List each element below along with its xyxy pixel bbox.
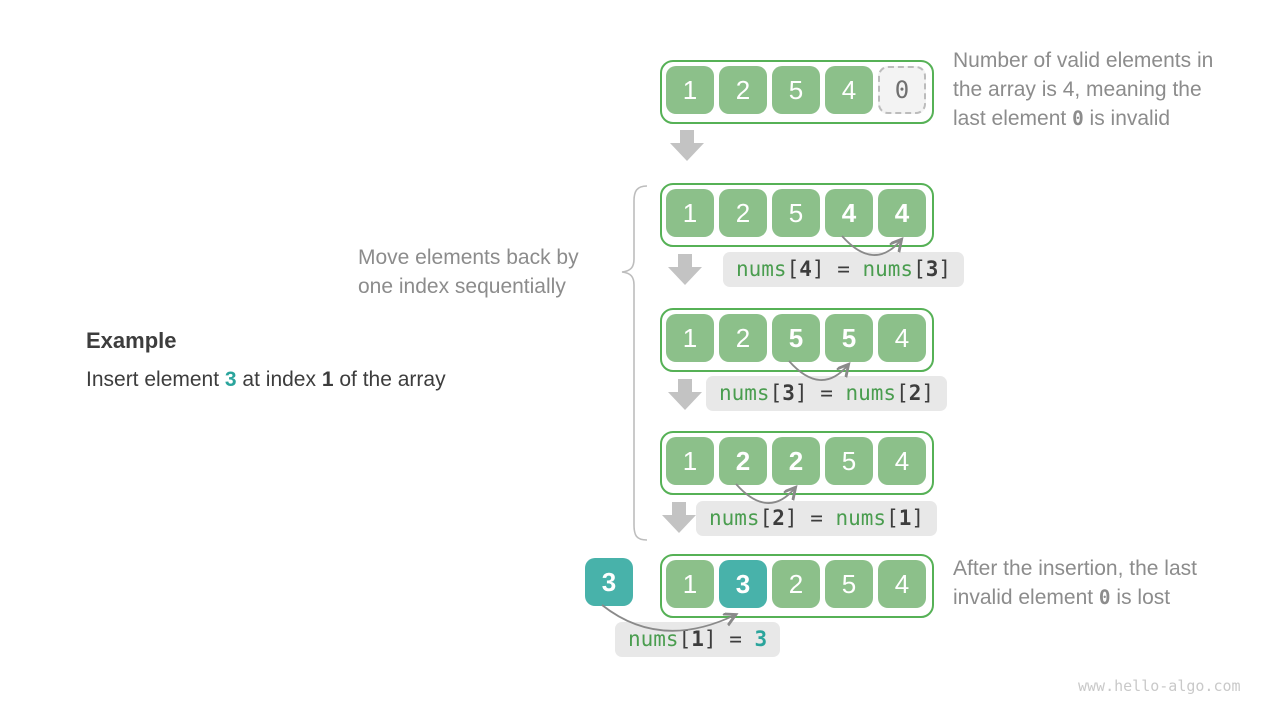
text-segment: nums <box>862 257 914 281</box>
text-segment: = <box>716 627 755 651</box>
example-description: Insert element 3 at index 1 of the array <box>86 368 446 392</box>
text-segment: is invalid <box>1083 107 1171 130</box>
text-segment: ] <box>784 506 798 530</box>
text-segment: of the array <box>333 368 446 391</box>
text-segment: After the insertion, the last <box>953 557 1197 580</box>
text-segment: 0 <box>1098 586 1111 609</box>
text-segment: last element <box>953 107 1073 130</box>
text-segment: 2 <box>772 506 785 530</box>
text-segment: ] <box>811 257 825 281</box>
array-cell: 1 <box>666 437 714 485</box>
array-cell: 5 <box>825 560 873 608</box>
text-segment: 3 <box>925 257 939 281</box>
text-segment: ] <box>911 506 925 530</box>
down-arrow-icon <box>668 379 702 410</box>
array-cell: 5 <box>825 314 873 362</box>
text-segment: ] <box>938 257 952 281</box>
array-cell: 2 <box>719 66 767 114</box>
array-cell: 5 <box>772 66 820 114</box>
text-segment: = <box>797 506 836 530</box>
text-segment: nums <box>835 506 887 530</box>
assignment-label: nums[3] = nums[2] <box>706 376 948 411</box>
array-cell: 2 <box>719 189 767 237</box>
text-segment: 1 <box>321 368 334 391</box>
text-segment: 3 <box>224 368 237 391</box>
text-segment: 3 <box>754 627 768 651</box>
text-segment: Move elements back by <box>358 246 579 269</box>
array-cell: 4 <box>825 189 873 237</box>
text-segment: at index <box>236 368 322 391</box>
text-segment: nums <box>628 627 679 651</box>
text-segment: = <box>824 257 863 281</box>
text-segment: nums <box>736 257 787 281</box>
text-segment: nums <box>845 381 897 405</box>
array-cell: 3 <box>719 560 767 608</box>
annotation-top-right: Number of valid elements in the array is … <box>953 46 1263 133</box>
array-cell: 4 <box>825 66 873 114</box>
down-arrow-icon <box>668 254 702 285</box>
annotation-bottom-right: After the insertion, the last invalid ele… <box>953 554 1263 612</box>
array-cell: 4 <box>878 437 926 485</box>
text-segment: 3 <box>782 381 795 405</box>
text-segment: Insert element <box>86 368 225 391</box>
array-cell: 1 <box>666 66 714 114</box>
text-segment: is lost <box>1110 586 1171 609</box>
text-segment: nums <box>709 506 760 530</box>
text-segment: [ <box>786 257 800 281</box>
array-cell: 2 <box>772 560 820 608</box>
text-segment: Number of valid elements in <box>953 49 1214 72</box>
down-arrow-icon <box>662 502 696 533</box>
text-segment: 2 <box>908 381 922 405</box>
array-cell: 1 <box>666 560 714 608</box>
text-segment: [ <box>896 381 909 405</box>
down-arrow-icon <box>670 130 704 161</box>
array-cell: 2 <box>772 437 820 485</box>
text-segment: 0 <box>1072 107 1084 130</box>
assignment-label: nums[1] = 3 <box>615 622 781 657</box>
text-segment: 1 <box>898 506 912 530</box>
text-segment: [ <box>759 506 773 530</box>
example-title: Example <box>86 328 177 353</box>
text-segment: one index sequentially <box>358 275 566 298</box>
move-elements-label: Move elements back by one index sequentia… <box>358 243 618 301</box>
array-cell: 5 <box>772 314 820 362</box>
array-cell: 2 <box>719 437 767 485</box>
inserted-value-cell: 3 <box>585 558 633 606</box>
text-segment: [ <box>769 381 783 405</box>
text-segment: invalid element <box>953 586 1099 609</box>
text-segment: ] <box>921 381 935 405</box>
text-segment: [ <box>678 627 692 651</box>
array-cell: 0 <box>878 66 926 114</box>
watermark: www.hello-algo.com <box>1078 677 1241 695</box>
text-segment: 4 <box>799 257 812 281</box>
array-cell: 4 <box>878 314 926 362</box>
text-segment: 1 <box>691 627 704 651</box>
curly-brace <box>621 185 648 541</box>
assignment-label: nums[4] = nums[3] <box>723 252 965 287</box>
array-cell: 5 <box>772 189 820 237</box>
text-segment: nums <box>719 381 770 405</box>
text-segment: = <box>807 381 846 405</box>
array-cell: 4 <box>878 189 926 237</box>
text-segment: ] <box>794 381 808 405</box>
text-segment: the array is 4, meaning the <box>953 78 1202 101</box>
array-cell: 1 <box>666 314 714 362</box>
text-segment: ] <box>703 627 717 651</box>
array-cell: 2 <box>719 314 767 362</box>
array-cell: 1 <box>666 189 714 237</box>
assignment-label: nums[2] = nums[1] <box>696 501 938 536</box>
array-cell: 4 <box>878 560 926 608</box>
text-segment: [ <box>913 257 926 281</box>
text-segment: [ <box>886 506 899 530</box>
array-cell: 5 <box>825 437 873 485</box>
